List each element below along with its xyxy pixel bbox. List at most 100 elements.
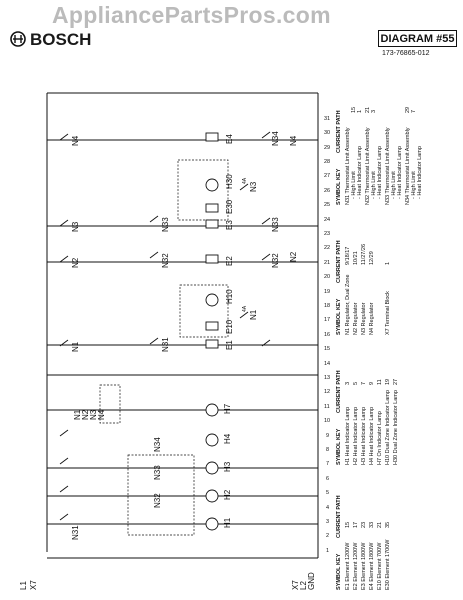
- svg-text:- Heat Indicator Lamp: - Heat Indicator Lamp: [397, 146, 403, 199]
- svg-text:15: 15: [324, 346, 330, 352]
- svg-text:7: 7: [326, 461, 329, 467]
- svg-text:X7 Terminal Block: X7 Terminal Block: [385, 291, 391, 335]
- label-h10: H10: [225, 289, 234, 304]
- svg-text:N32 Thermostat Limit Assembly: N32 Thermostat Limit Assembly: [365, 127, 371, 205]
- svg-text:12/29: 12/29: [369, 251, 375, 265]
- lamp-h30-icon: [205, 178, 219, 192]
- watermark: AppliancePartsPros.com: [52, 2, 331, 28]
- svg-text:1: 1: [326, 548, 329, 554]
- label-n31-left: N31: [71, 525, 80, 540]
- label-n33-lower: N33: [271, 217, 280, 232]
- label-stack-n4: N4: [97, 409, 106, 420]
- table-lamps: SYMBOL KEY CURRENT PATH H1 Heat Indicato…: [336, 370, 399, 465]
- label-h30: H30: [225, 174, 234, 189]
- gnd-label: GND: [307, 572, 316, 590]
- svg-text:2: 2: [326, 533, 329, 539]
- svg-text:12: 12: [324, 389, 330, 395]
- svg-text:27: 27: [393, 379, 399, 385]
- svg-text:1: 1: [385, 262, 391, 265]
- svg-text:SYMBOL KEY: SYMBOL KEY: [336, 168, 342, 205]
- svg-text:- Heat Indicator Lamp: - Heat Indicator Lamp: [377, 146, 383, 199]
- svg-text:H2 Heat Indicator Lamp: H2 Heat Indicator Lamp: [353, 407, 359, 465]
- l2-label: L2: [299, 581, 308, 590]
- bosch-logo-icon: [10, 31, 26, 47]
- svg-text:23: 23: [361, 522, 367, 528]
- svg-text:19: 19: [324, 289, 330, 295]
- lamp-h4-icon: [205, 433, 219, 447]
- label-h4: H4: [223, 433, 232, 444]
- svg-text:N4 Regulator: N4 Regulator: [369, 302, 375, 335]
- svg-text:28: 28: [324, 159, 330, 165]
- svg-text:- Heat Indicator Lamp: - Heat Indicator Lamp: [417, 146, 423, 199]
- switch-contacts: [59, 131, 271, 521]
- path-numbers: 1 2 3 4 5 6 7 8 9 10 11 12 13 14 15 16 1…: [324, 116, 330, 554]
- svg-text:- High Limit: - High Limit: [411, 171, 417, 199]
- diagram-number: 173-76865-012: [382, 50, 430, 57]
- heater-e1-icon: [205, 339, 219, 349]
- label-n32-lower: N32: [271, 253, 280, 268]
- label-n33-left: N33: [153, 465, 162, 480]
- svg-text:3: 3: [326, 519, 329, 525]
- svg-text:E30 Element 1700W: E30 Element 1700W: [385, 539, 391, 590]
- svg-text:35: 35: [385, 522, 391, 528]
- svg-text:30: 30: [324, 130, 330, 136]
- svg-text:- High Limit: - High Limit: [351, 171, 357, 199]
- svg-text:6: 6: [326, 476, 329, 482]
- svg-text:3: 3: [345, 382, 351, 385]
- label-n2-lower: N2: [289, 251, 298, 262]
- lamp-h7-icon: [205, 403, 219, 417]
- svg-text:26: 26: [324, 188, 330, 194]
- rating-4a: 4A: [242, 305, 248, 312]
- svg-text:21: 21: [377, 522, 383, 528]
- svg-text:- Heat Indicator Lamp: - Heat Indicator Lamp: [357, 146, 363, 199]
- left-branches: [47, 139, 318, 525]
- svg-text:17: 17: [324, 317, 330, 323]
- component-labels: N31 N32 N33 N34 H1 H2 H3 H4 H7 N1 N2 N3 …: [71, 131, 298, 540]
- table-regulators: SYMBOL KEY CURRENT PATH N1 Regulator, Du…: [336, 240, 391, 335]
- svg-text:20: 20: [324, 274, 330, 280]
- label-e2: E2: [225, 256, 234, 266]
- x7-label-left: X7: [29, 580, 38, 590]
- heater-e30-icon: [205, 203, 219, 213]
- line-labels: L1 X7 X7 L2 GND: [19, 572, 316, 590]
- svg-text:- High Limit: - High Limit: [371, 171, 377, 199]
- label-h2: H2: [223, 489, 232, 500]
- svg-text:H7 On Indicator Lamp: H7 On Indicator Lamp: [377, 411, 383, 465]
- svg-text:H1 Heat Indicator Lamp: H1 Heat Indicator Lamp: [345, 407, 351, 465]
- svg-text:16: 16: [324, 332, 330, 338]
- svg-text:17: 17: [353, 522, 359, 528]
- svg-text:H10 Dual Zone Indicator Lamp: H10 Dual Zone Indicator Lamp: [385, 390, 391, 465]
- label-n32: N32: [161, 253, 170, 268]
- svg-text:15: 15: [351, 107, 357, 113]
- label-n32-left: N32: [153, 493, 162, 508]
- svg-text:19: 19: [385, 379, 391, 385]
- label-n4-lower: N4: [289, 135, 298, 146]
- label-n3: N3: [71, 221, 80, 232]
- svg-text:13: 13: [324, 375, 330, 381]
- svg-text:22: 22: [324, 245, 330, 251]
- svg-text:14: 14: [324, 361, 330, 367]
- svg-text:CURRENT PATH: CURRENT PATH: [336, 370, 342, 413]
- svg-text:CURRENT PATH: CURRENT PATH: [336, 240, 342, 283]
- svg-text:E10 Element 700W: E10 Element 700W: [377, 542, 383, 590]
- svg-text:9: 9: [326, 433, 329, 439]
- svg-text:E2 Element 1200W: E2 Element 1200W: [353, 542, 359, 590]
- svg-text:10/21: 10/21: [353, 251, 359, 265]
- svg-text:8: 8: [326, 447, 329, 453]
- heater-e3-icon: [205, 219, 219, 229]
- svg-text:E1 Element 1200W: E1 Element 1200W: [345, 542, 351, 590]
- label-n34-lower: N34: [271, 131, 280, 146]
- svg-text:SYMBOL KEY: SYMBOL KEY: [336, 428, 342, 465]
- power-rails: [46, 92, 319, 559]
- brand-name: BOSCH: [30, 30, 92, 49]
- svg-text:5: 5: [353, 382, 359, 385]
- label-n1: N1: [71, 341, 80, 352]
- table-elements: SYMBOL KEY CURRENT PATH E1 Element 1200W…: [336, 495, 391, 590]
- svg-text:SYMBOL KEY: SYMBOL KEY: [336, 298, 342, 335]
- label-e1: E1: [225, 340, 234, 350]
- svg-text:27: 27: [324, 173, 330, 179]
- label-e4: E4: [225, 134, 234, 144]
- svg-text:11: 11: [324, 404, 330, 410]
- l1-label: L1: [19, 581, 28, 590]
- label-n31: N31: [161, 337, 170, 352]
